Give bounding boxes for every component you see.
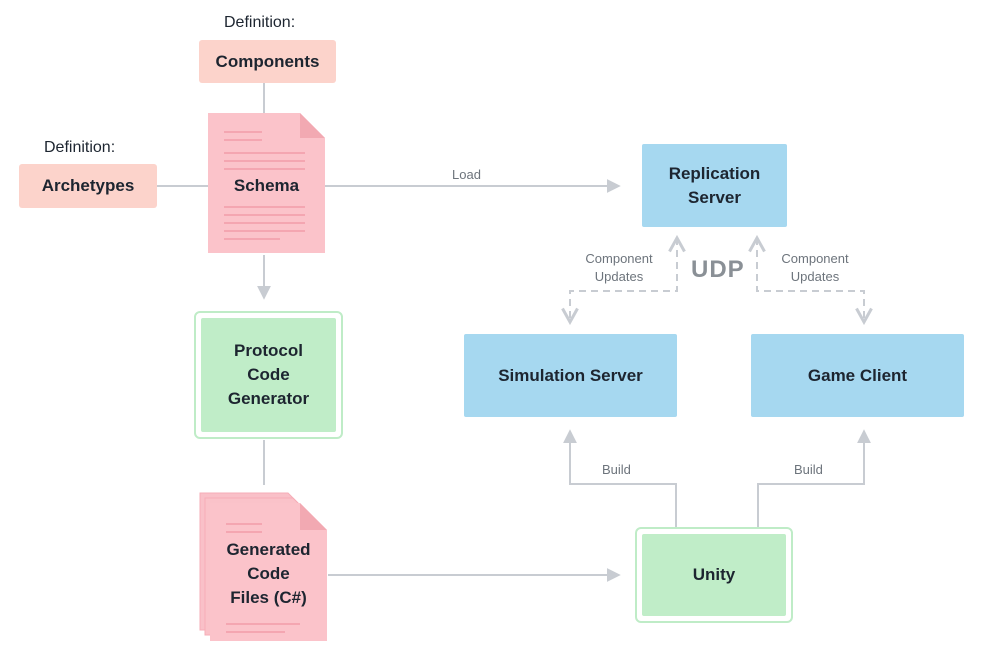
simulation-server-node: Simulation Server [464, 334, 677, 417]
unity-label: Unity [642, 534, 786, 616]
generated-code-files-node: Generated Code Files (C#) [226, 540, 311, 607]
components-node: Components [199, 40, 336, 83]
udp-label: UDP [691, 256, 745, 283]
unity-node: Unity [635, 527, 793, 623]
game-client-node: Game Client [751, 334, 964, 417]
connector-udp-left [570, 238, 677, 322]
generated-files-document-icon [199, 492, 327, 641]
connector-build-right [757, 429, 871, 528]
connector-build-left [563, 429, 677, 528]
build-right-label: Build [794, 462, 823, 477]
schema-node: Schema [233, 176, 300, 195]
schema-document-icon [208, 113, 325, 253]
definition-components-label: Definition: [224, 14, 296, 31]
component-updates-right-label: Component Updates [781, 251, 849, 284]
definition-archetypes-label: Definition: [44, 139, 116, 156]
archetypes-node: Archetypes [19, 164, 157, 208]
replication-server-node: Replication Server [642, 144, 787, 227]
build-left-label: Build [602, 462, 631, 477]
protocol-code-generator-node: Protocol Code Generator [194, 311, 343, 439]
component-updates-left-label: Component Updates [585, 251, 653, 284]
load-label: Load [452, 167, 481, 182]
connector-udp-right [757, 238, 864, 322]
protocol-code-generator-label: Protocol Code Generator [201, 318, 336, 432]
